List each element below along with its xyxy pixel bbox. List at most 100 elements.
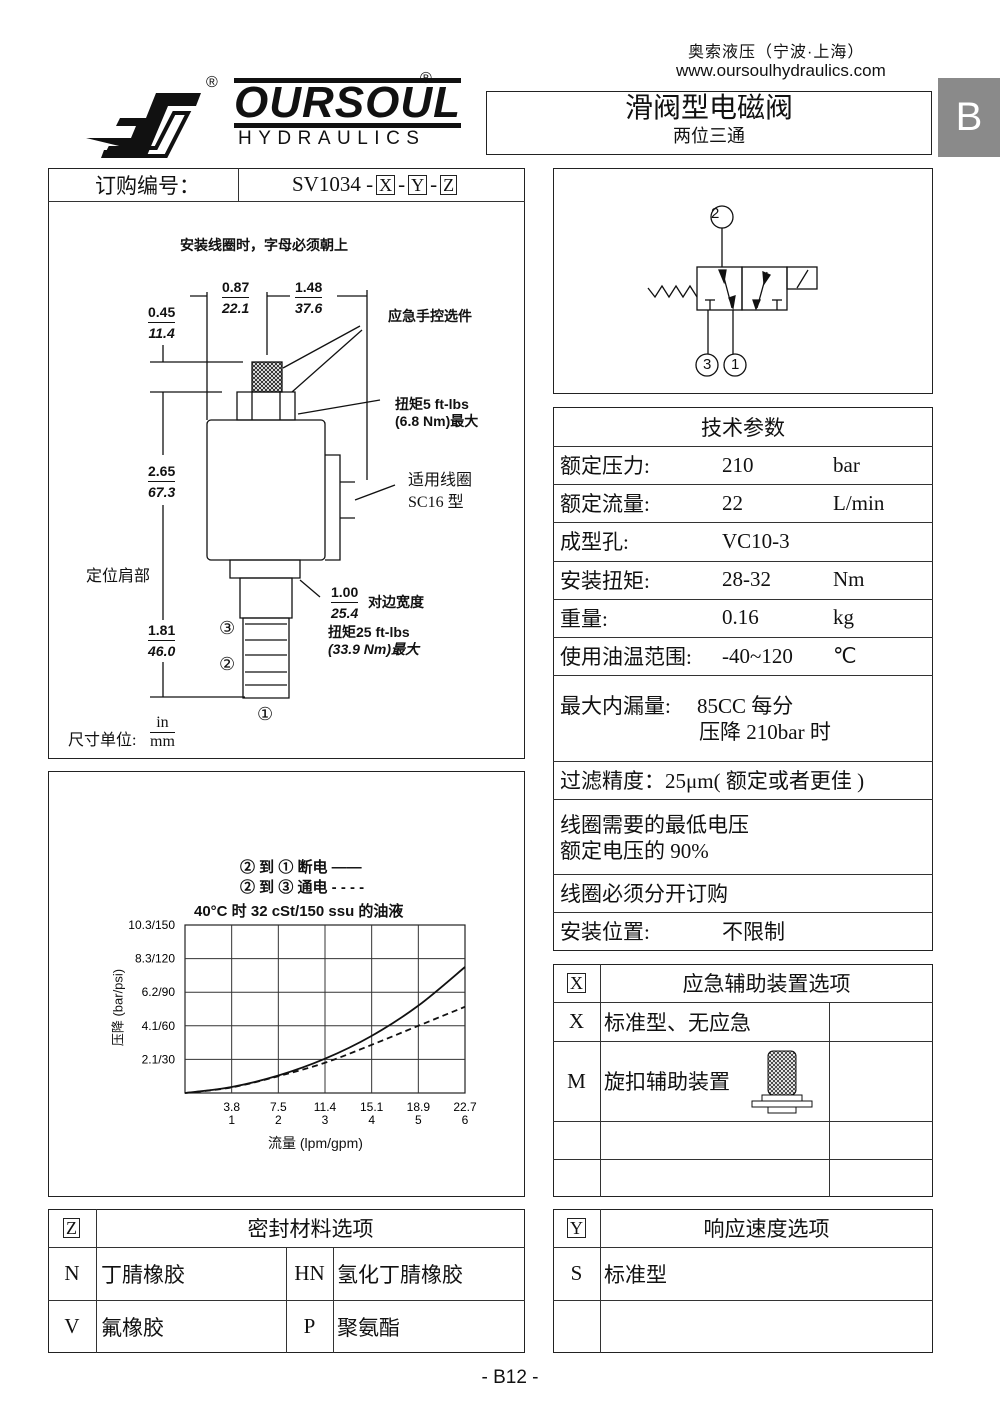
z-code-p: P: [303, 1314, 316, 1338]
spec-label-leakage: 最大内漏量:: [560, 694, 671, 718]
port-2-label: ②: [219, 654, 236, 674]
x-tick-label-gpm: 3: [322, 1113, 329, 1127]
y-tick-label: 8.3/120: [135, 952, 175, 966]
x-title: 应急辅助装置选项: [682, 972, 851, 996]
page-subtitle: 两位三通: [673, 126, 745, 146]
x-tick-label-gpm: 6: [462, 1113, 469, 1127]
legend-solid: ② 到 ① 断电 ——: [240, 859, 362, 876]
valve-dimension-drawing: [150, 290, 396, 699]
logo-subtitle: HYDRAULICS: [238, 128, 426, 149]
row-divider: [553, 560, 933, 562]
spec-value-leakage-2: 压降 210bar 时: [699, 720, 831, 744]
z-code-v: V: [64, 1314, 80, 1338]
spec-label: 成型孔:: [560, 530, 629, 555]
valve-symbol-icon: [647, 205, 818, 377]
spec-label: 额定流量:: [560, 492, 650, 517]
spec-value-mount: 不限制: [722, 920, 785, 944]
x-label-x: 标准型、无应急: [604, 1010, 751, 1035]
spec-value: VC10-3: [722, 528, 790, 553]
spec-value: 210: [722, 452, 754, 477]
port-3-label: ③: [219, 618, 236, 638]
y-tick-label: 4.1/60: [142, 1019, 176, 1033]
x-label-m: 旋扣辅助装置: [604, 1070, 730, 1094]
spec-voltage-2: 额定电压的 90%: [560, 839, 709, 863]
z-code-n: N: [64, 1261, 80, 1285]
order-code: SV1034 - X- Y- Z: [292, 168, 458, 201]
x-tick-label-lpm: 3.8: [223, 1100, 240, 1114]
spec-unit: bar: [833, 452, 860, 477]
x-tick-label-lpm: 22.7: [453, 1100, 477, 1114]
x-tick-label-lpm: 7.5: [270, 1100, 287, 1114]
spec-value: -40~120: [722, 643, 793, 668]
x-code-m: M: [567, 1068, 586, 1093]
pressure-drop-chart-box: [48, 771, 525, 1197]
y-label-s: 标准型: [604, 1262, 667, 1287]
row-divider: [553, 522, 933, 524]
units-label: 尺寸单位:: [68, 732, 137, 749]
spec-coil-note: 线圈必须分开订购: [560, 882, 728, 906]
z-label-hn: 氢化丁腈橡胶: [337, 1262, 463, 1287]
x-tick-label-lpm: 11.4: [314, 1100, 337, 1114]
row-divider: [553, 484, 933, 486]
x-tick-label-gpm: 1: [228, 1113, 235, 1127]
spec-label: 使用油温范围:: [560, 645, 692, 669]
row-divider: [553, 637, 933, 638]
series-deenergized-line: [184, 966, 466, 1094]
spec-value: 0.16: [722, 605, 759, 630]
website-link[interactable]: www.oursoulhydraulics.com: [676, 61, 886, 80]
x-code: X: [567, 973, 586, 993]
nut-torque-note: 扭矩5 ft-lbs(6.8 Nm)最大: [395, 396, 479, 429]
chart-xlabel: 流量 (lpm/gpm): [268, 1135, 363, 1151]
hydraulic-symbol-box: [553, 168, 933, 394]
page-number: - B12 -: [481, 1367, 539, 1388]
row-divider: [553, 598, 933, 600]
spec-label-mount: 安装位置:: [560, 920, 650, 944]
y-code: Y: [567, 1218, 586, 1238]
x-tick-label-lpm: 15.1: [360, 1100, 384, 1114]
x-tick-label-gpm: 2: [275, 1113, 282, 1127]
order-code-label: 订购编号：: [95, 173, 200, 198]
body-torque-note: 扭矩25 ft-lbs(33.9 Nm)最大: [328, 624, 420, 657]
spec-label: 额定压力:: [560, 454, 650, 478]
z-code-hn: HN: [294, 1261, 325, 1285]
install-note: 安装线圈时，字母必须朝上: [180, 237, 348, 253]
y-tick-label: 2.1/30: [142, 1052, 176, 1066]
shoulder-note: 定位肩部: [86, 568, 151, 585]
company-name: 奥索液压（宁波·上海）: [688, 44, 865, 61]
order-drawing-box: [48, 168, 525, 759]
spec-value-leakage-1: 85CC 每分: [697, 694, 794, 718]
z-title: 密封材料选项: [247, 1217, 374, 1241]
y-tick-label: 10.3/150: [128, 918, 175, 932]
z-label-n: 丁腈橡胶: [101, 1262, 185, 1287]
override-options-table: [553, 964, 933, 1197]
logo-mark-icon: [86, 93, 201, 158]
spec-label: 重量:: [560, 606, 608, 631]
y-title: 响应速度选项: [703, 1217, 830, 1241]
legend-dashed: ② 到 ③ 通电 - - - -: [240, 879, 365, 896]
hex-note: 对边宽度: [368, 594, 424, 610]
spec-voltage-1: 线圈需要的最低电压: [560, 813, 749, 837]
spec-value: 22: [722, 490, 743, 515]
x-tick-label-lpm: 18.9: [407, 1100, 431, 1114]
port-1-label: ①: [257, 704, 274, 724]
spec-unit: ℃: [833, 643, 857, 668]
specs-title: 技术参数: [701, 415, 785, 440]
x-tick-label-gpm: 4: [368, 1113, 375, 1127]
title-box: 滑阀型电磁阀 两位三通: [486, 91, 932, 155]
x-tick-label-gpm: 5: [415, 1113, 422, 1127]
section-tab[interactable]: B: [938, 78, 1000, 157]
z-code: Z: [63, 1218, 80, 1238]
spec-filter: 过滤精度：25μm( 额定或者更佳 ): [560, 769, 865, 793]
logo-wordmark: OURSOUL: [234, 78, 461, 128]
pressure-drop-chart: 2.1/304.1/606.2/908.3/12010.3/1503.817.5…: [128, 918, 477, 1127]
specs-table: [553, 407, 933, 951]
z-label-v: 氟橡胶: [101, 1315, 164, 1340]
manual-override-note: 应急手控选件: [388, 308, 472, 324]
x-code-x: X: [568, 1009, 585, 1033]
spec-value: 28-32: [722, 567, 771, 592]
